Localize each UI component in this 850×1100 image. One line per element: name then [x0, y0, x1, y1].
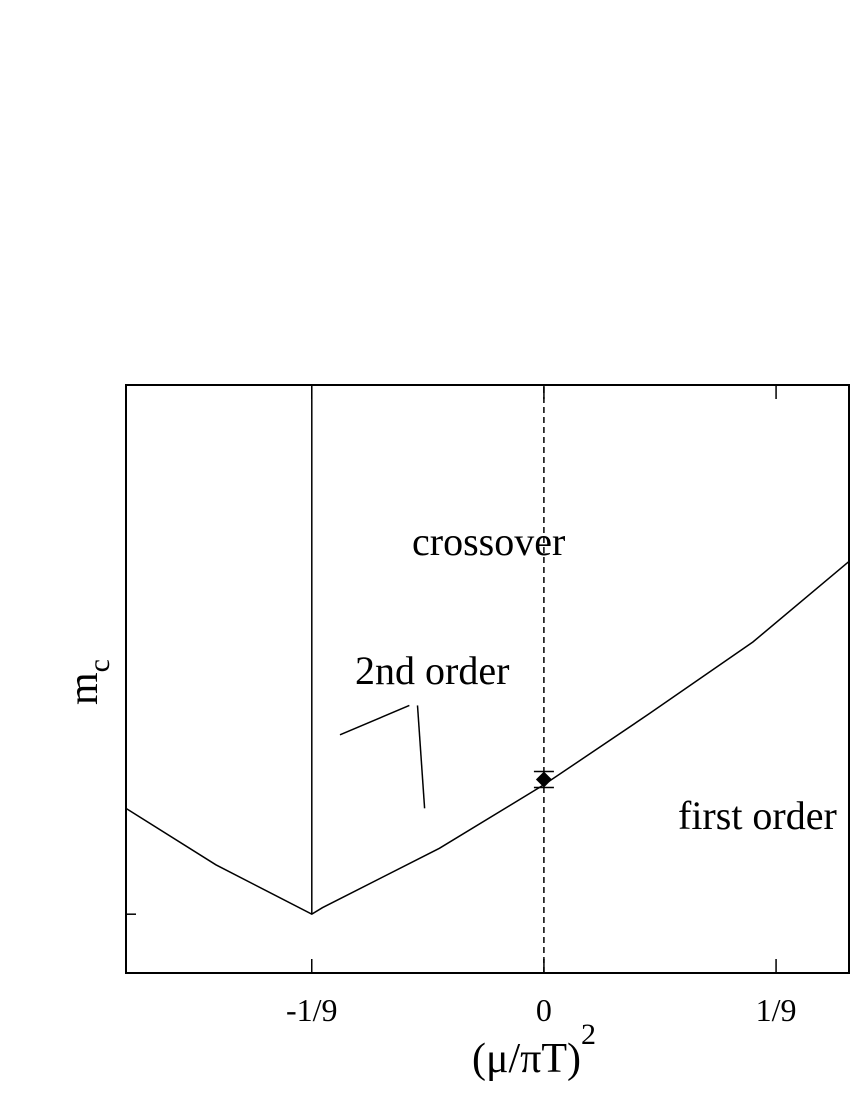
series-line-0: [125, 560, 850, 916]
x-tick-label-2: 1/9: [756, 992, 797, 1028]
x-tick-label-0: -1/9: [286, 992, 338, 1028]
plot-content: -1/9 0 1/9: [125, 384, 850, 1028]
annotation-pointer-0: [339, 704, 410, 736]
x-axis-label-base: (μ/πT): [472, 1036, 581, 1082]
data-point-0: [535, 771, 552, 788]
crossover-label: crossover: [412, 519, 565, 564]
x-axis-label: (μ/πT)2: [472, 1018, 596, 1082]
y-axis-label-base: m: [61, 672, 107, 705]
plot-frame: [125, 384, 850, 974]
x-tick-label-1: 0: [536, 992, 552, 1028]
annotation-pointer-1: [416, 705, 426, 809]
second-order-label: 2nd order: [355, 648, 509, 693]
y-axis-label-subscript: c: [83, 659, 116, 672]
x-axis-label-superscript: 2: [581, 1018, 596, 1051]
y-axis-label-group: mc: [61, 659, 116, 705]
y-axis-label: mc: [61, 659, 116, 705]
first-order-label: first order: [678, 793, 837, 838]
